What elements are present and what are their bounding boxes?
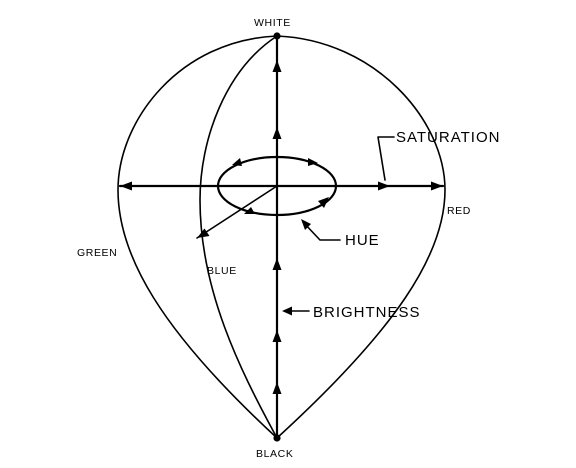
label-saturation: SATURATION — [396, 129, 500, 146]
label-green: GREEN — [77, 247, 117, 259]
blue-axis-line — [196, 185, 278, 239]
label-blue: BLUE — [207, 265, 237, 277]
saturation-leader — [377, 136, 395, 181]
green-axis-arrowhead — [120, 181, 132, 191]
label-black: BLACK — [256, 448, 293, 460]
label-brightness: BRIGHTNESS — [313, 304, 421, 321]
blue-axis-arrowhead — [197, 228, 210, 238]
hue-arrow-lower-right — [318, 197, 329, 208]
black-point — [273, 434, 281, 442]
hue-leader — [302, 221, 341, 241]
blue-meridian-curve — [199, 35, 278, 439]
white-point — [273, 32, 281, 40]
axis-arrow-top — [272, 60, 282, 72]
hue-leader-arrowhead — [301, 219, 311, 230]
hue-arrow-lower-left — [244, 207, 255, 214]
red-axis-arrowhead — [431, 181, 443, 191]
axis-arrow-middle — [272, 258, 282, 270]
axis-arrow-lower — [272, 330, 282, 342]
hue-arrow-left — [232, 158, 242, 166]
label-white: WHITE — [254, 17, 291, 29]
color-solid-outline — [117, 35, 446, 439]
axis-arrow-bottom — [272, 382, 282, 394]
label-hue: HUE — [345, 232, 380, 249]
label-red: RED — [447, 205, 471, 217]
saturation-axis-arrow — [378, 181, 390, 191]
hue-arrow-right — [308, 158, 318, 166]
brightness-leader-arrowhead — [282, 306, 292, 316]
axis-arrow-upper — [272, 127, 282, 139]
hue-ellipse — [216, 155, 338, 217]
